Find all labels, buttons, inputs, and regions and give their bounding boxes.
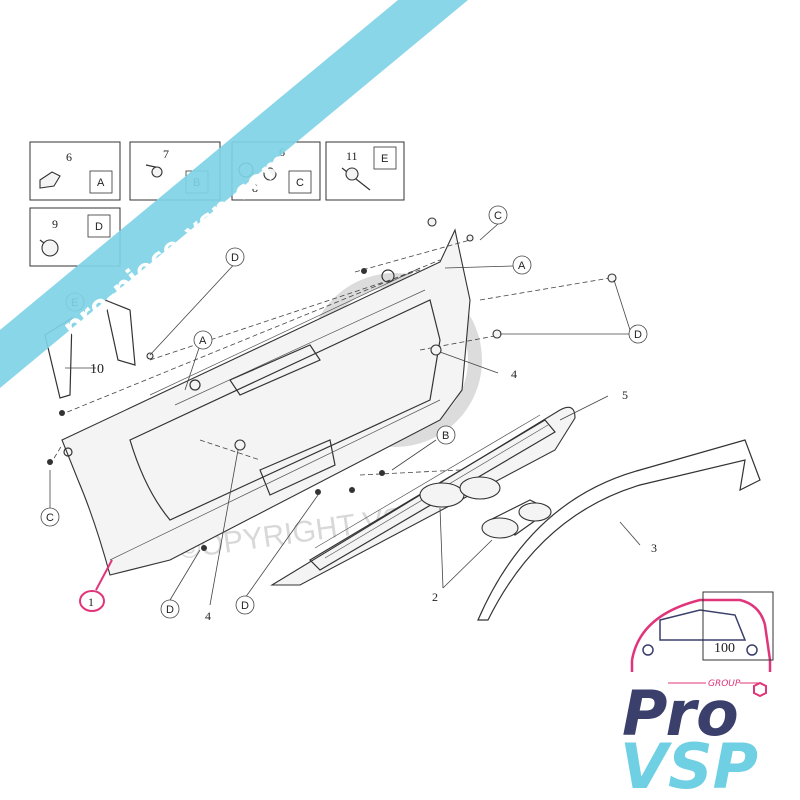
callout-d-top: D [231, 252, 239, 264]
fastener-icon [607, 273, 617, 283]
callout-a-mid: A [199, 335, 207, 347]
fastener-icon [430, 344, 442, 356]
callout-d-right: D [634, 329, 642, 341]
legend-box-e-number: 11 [346, 149, 358, 163]
fastener-icon [466, 234, 474, 242]
provsp-logo: 100 GROUP Pro VSP [620, 591, 774, 800]
trim-strip [477, 439, 761, 621]
fastener-lines [49, 239, 611, 476]
rear-bumper [61, 228, 471, 576]
legend-box-d: 9 D [29, 207, 121, 267]
leader-lines [49, 223, 641, 606]
legend-box-c-letter: C [296, 177, 304, 189]
callout-c-left: C [46, 512, 54, 524]
screw-icon [151, 166, 163, 178]
logo-pro-text: Pro [622, 677, 739, 750]
fastener-icon [379, 470, 385, 476]
fastener-icon [59, 410, 65, 416]
fastener-icon [492, 329, 502, 339]
callout-c-top: C [494, 210, 502, 222]
callout-d-bottom-2: D [241, 600, 249, 612]
fastener-icon [234, 439, 246, 451]
part-label-4b: 4 [205, 609, 211, 623]
fastener-glyphs [47, 217, 617, 551]
fastener-icon [47, 459, 53, 465]
nut-icon [263, 167, 277, 181]
legend-box-d-number: 9 [52, 217, 58, 231]
fastener-icon [146, 352, 154, 360]
part-label-4a: 4 [511, 367, 517, 381]
rivet-icon [345, 167, 359, 181]
legend-box-b-number: 7 [163, 147, 169, 161]
push-clip-icon [41, 239, 59, 257]
fastener-icon [315, 489, 321, 495]
part-label-2: 2 [432, 590, 438, 604]
clip-icon [39, 171, 61, 189]
exhaust-tips [419, 476, 552, 539]
part-label-1: 1 [88, 595, 94, 609]
logo-group-text: GROUP [708, 679, 741, 689]
fastener-icon [349, 487, 355, 493]
fastener-icon [361, 268, 367, 274]
part-label-10: 10 [90, 362, 104, 377]
legend-box-a: 6 A [29, 141, 121, 201]
part-label-3: 3 [651, 541, 657, 555]
legend-box-a-number: 6 [66, 150, 72, 164]
callout-a-top: A [518, 260, 526, 272]
logo-vsp-text: VSP [620, 730, 758, 800]
legend-box-c-number2: 8 [252, 181, 258, 195]
legend-box-e-letter: E [381, 153, 388, 165]
fastener-icon [427, 217, 437, 227]
legend-box-a-letter: A [97, 177, 105, 189]
legend-box-d-letter: D [95, 221, 103, 233]
part-label-5: 5 [622, 388, 628, 402]
part-label-100: 100 [714, 641, 735, 656]
part-labels: 1 2 3 4 4 5 10 [79, 362, 657, 623]
car-outline-icon [630, 598, 772, 661]
callout-b-mid: B [442, 430, 449, 442]
fastener-icon [201, 545, 207, 551]
legend-box-e: 11 E [325, 141, 405, 201]
callout-d-bottom-1: D [166, 604, 174, 616]
